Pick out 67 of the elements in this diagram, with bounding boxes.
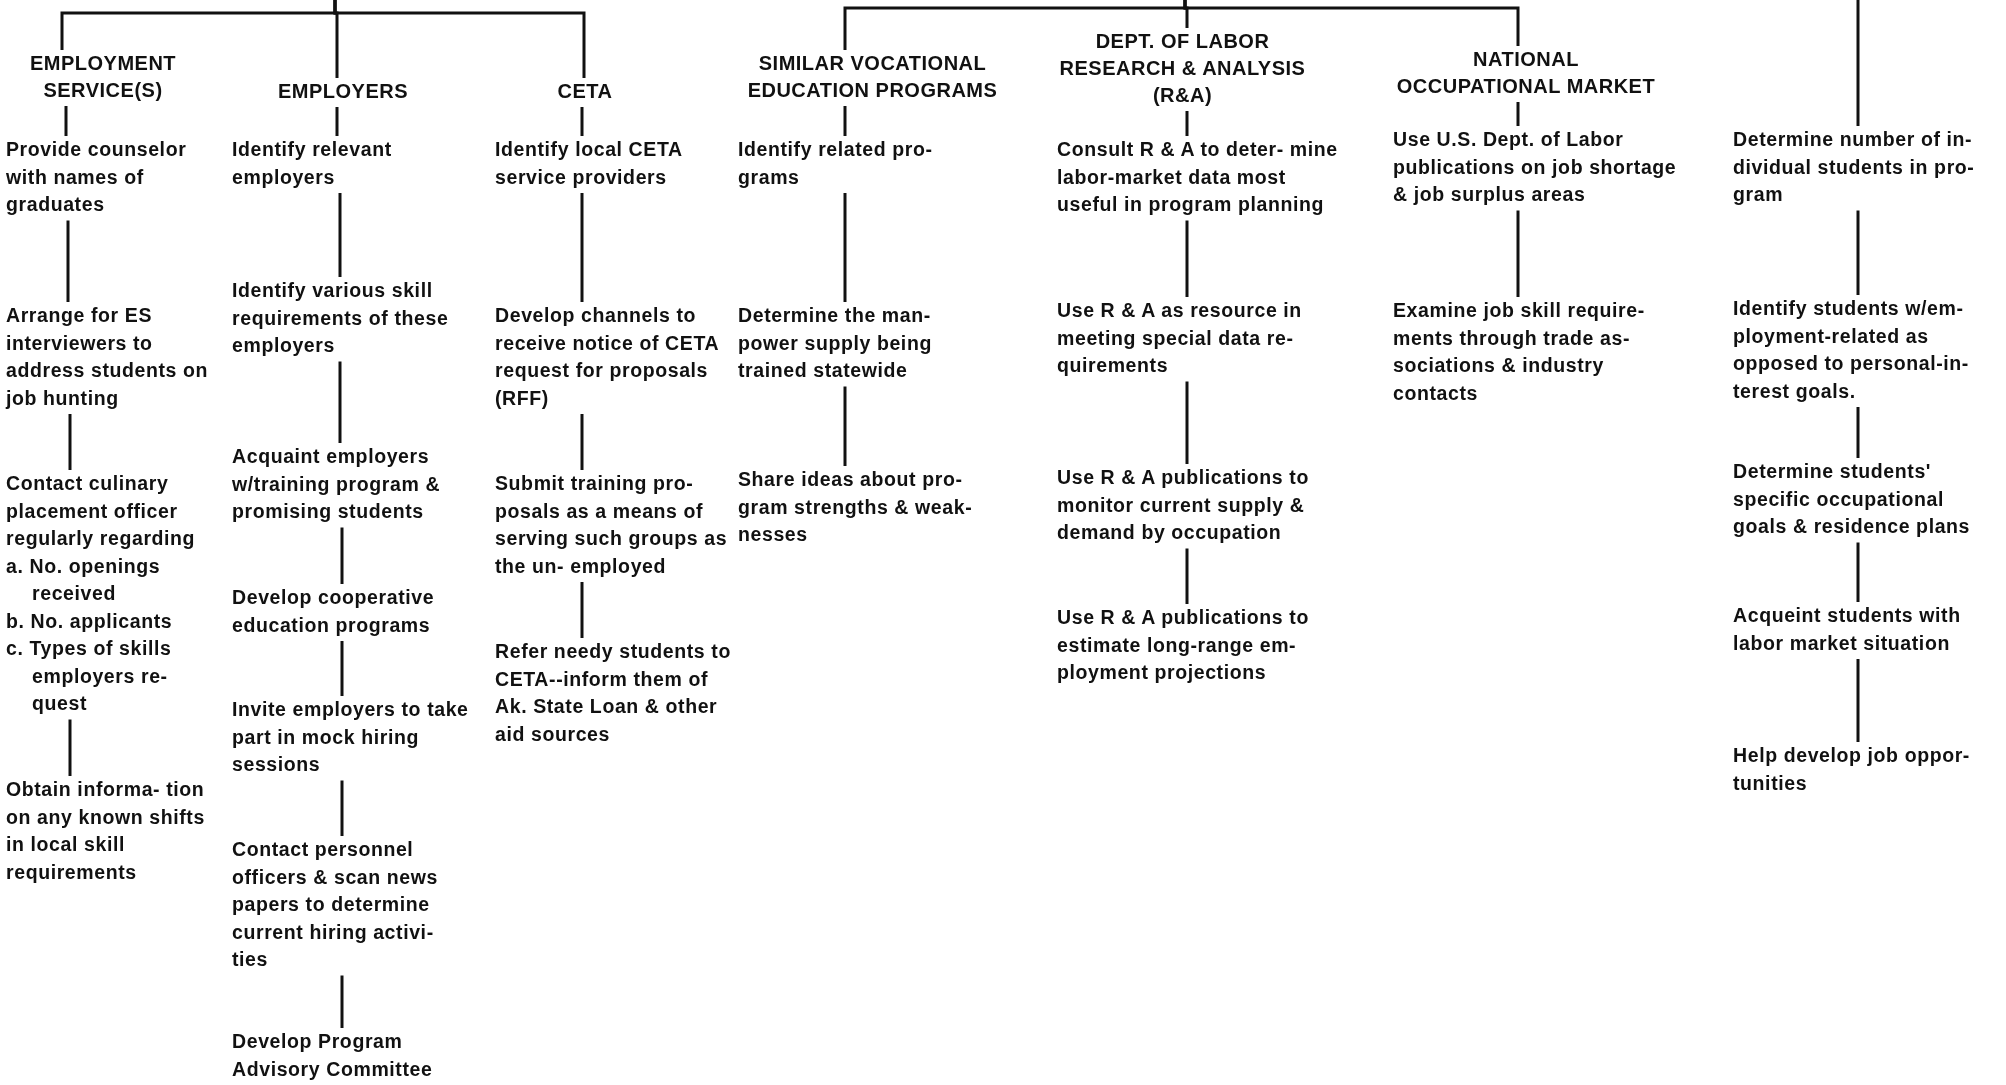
connector-line — [580, 107, 584, 136]
step-text: Develop Program Advisory Committee — [232, 1028, 472, 1083]
step-text: Help develop job oppor- tunities — [1733, 742, 1991, 797]
category-heading: NATIONAL OCCUPATIONAL MARKET — [1395, 46, 1657, 100]
step-text: Identify relevant employers — [232, 136, 470, 191]
category-heading: SIMILAR VOCATIONAL EDUCATION PROGRAMS — [720, 50, 1025, 104]
step-text: Examine job skill require- ments through trade as- sociations & industry contacts — [1393, 297, 1683, 407]
step-text: Use R & A publications to monitor current supply & demand by occupation — [1057, 464, 1349, 547]
connector-line — [1185, 381, 1189, 464]
step-text: Invite employers to take part in mock hiring sessions — [232, 696, 470, 779]
step-text: Use R & A as resource in meeting special data re- quirements — [1057, 297, 1349, 380]
connector-line — [843, 193, 847, 302]
category-heading: EMPLOYERS — [258, 78, 428, 105]
connector-line — [1516, 210, 1520, 297]
connector-line — [1516, 102, 1520, 126]
list-item: c. Types of skills employers re- quest — [6, 636, 173, 716]
category-heading: CETA — [540, 78, 630, 105]
step-text: Determine the man- power supply being trained statewide — [738, 302, 988, 385]
connector-line — [1185, 548, 1189, 604]
connector-line — [1856, 659, 1860, 742]
step-text: Develop channels to receive notice of CETA request for proposals (RFF) — [495, 302, 735, 412]
connector-line — [1183, 0, 1520, 46]
connector-line — [335, 107, 339, 136]
step-text: Acquaint employers w/training program & promising students — [232, 443, 472, 526]
list-item: b. No. applicants — [6, 608, 174, 634]
step-text: Identify various skill requirements of these employers — [232, 277, 470, 360]
connector-line — [1856, 0, 1860, 126]
step-text: Identify related pro- grams — [738, 136, 988, 191]
connector-line — [580, 582, 584, 638]
category-heading: DEPT. OF LABOR RESEARCH & ANALYSIS (R&A) — [1040, 28, 1325, 109]
connector-line — [340, 527, 344, 584]
connector-line — [843, 106, 847, 136]
step-text: Contact personnel officers & scan news papers to determine current hiring activi- ties — [232, 836, 472, 974]
connector-line — [64, 106, 68, 136]
connector-line — [338, 361, 342, 443]
connector-line — [580, 193, 584, 302]
step-text: Identify students w/em- ployment-related as opposed to personal-in- terest goals. — [1733, 295, 1991, 405]
connector-line — [68, 414, 72, 470]
step-text: Submit training pro- posals as a means of serving such groups as the un- employed — [495, 470, 735, 580]
category-heading: EMPLOYMENT SERVICE(S) — [8, 50, 198, 104]
step-text: Use U.S. Dept. of Labor publications on job shortage & job surplus areas — [1393, 126, 1683, 209]
step-text: Identify local CETA service providers — [495, 136, 720, 191]
connector-line — [340, 780, 344, 836]
connector-line — [1856, 542, 1860, 602]
step-text: Determine number of in- dividual students in pro- gram — [1733, 126, 1991, 209]
connector-line — [340, 641, 344, 696]
connector-line — [843, 386, 847, 466]
step-text: Provide counselor with names of graduates — [6, 136, 221, 219]
connector-line — [1185, 111, 1189, 136]
step-text: Acqueint students with labor market situation — [1733, 602, 1991, 657]
step-text: Determine students' specific occupational goals & residence plans — [1733, 458, 1991, 541]
step-text: Use R & A publications to estimate long-range em- ployment projections — [1057, 604, 1349, 687]
connector-line — [68, 719, 72, 776]
step-text: Obtain informa- tion on any known shifts in local skill requirements — [6, 776, 221, 886]
connector-line — [580, 414, 584, 470]
step-text: Refer needy students to CETA--inform them of Ak. State Loan & other aid sources — [495, 638, 737, 748]
connector-line — [333, 0, 586, 78]
step-text: Develop cooperative education programs — [232, 584, 470, 639]
connector-line — [340, 975, 344, 1028]
connector-line — [66, 220, 70, 302]
connector-line — [1856, 407, 1860, 458]
step-text: Share ideas about pro- gram strengths & weak- nesses — [738, 466, 993, 549]
connector-line — [338, 193, 342, 277]
connector-line — [1185, 220, 1189, 297]
step-text: Consult R & A to deter- mine labor-market data most useful in program planning — [1057, 136, 1349, 219]
step-text: Arrange for ES interviewers to address students on job hunting — [6, 302, 221, 412]
connector-line — [1856, 210, 1860, 295]
